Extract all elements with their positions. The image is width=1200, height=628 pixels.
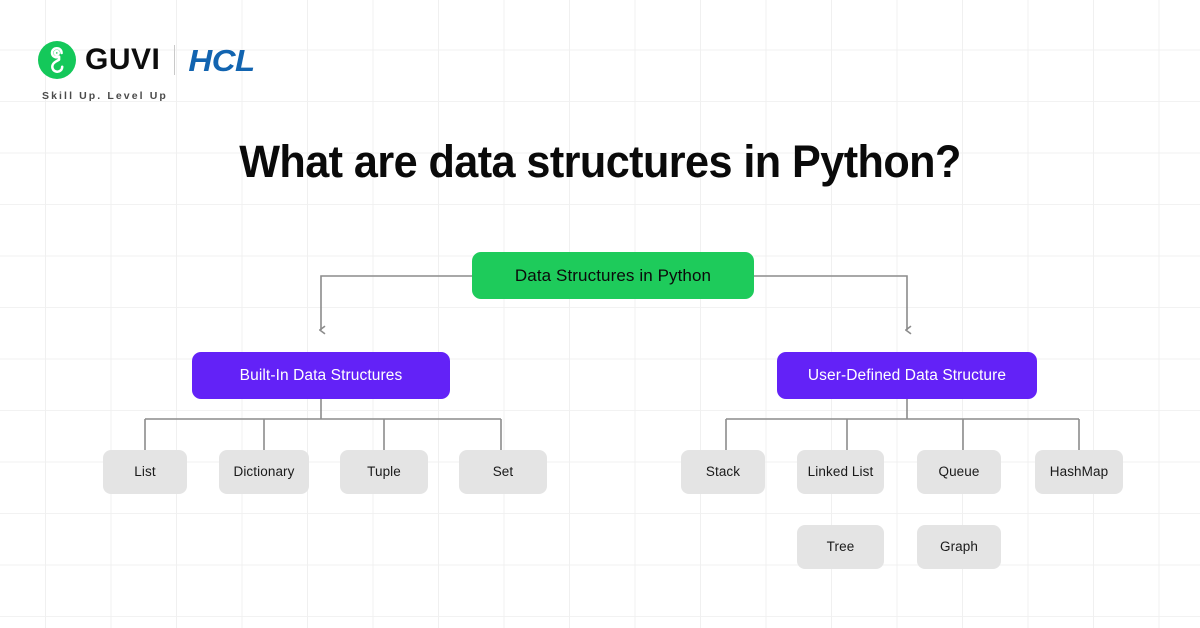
logo-row: GUVI HCL (38, 38, 255, 82)
diagram-node-root[interactable]: Data Structures in Python (472, 252, 754, 299)
diagram-leaf-dictionary[interactable]: Dictionary (219, 450, 309, 494)
diagram-leaf-hashmap[interactable]: HashMap (1035, 450, 1123, 494)
diagram-leaf-tree[interactable]: Tree (797, 525, 884, 569)
hcl-wordmark: HCL (188, 42, 255, 78)
page-title: What are data structures in Python? (239, 136, 961, 187)
logo-divider (174, 45, 176, 75)
diagram-leaf-linked-list[interactable]: Linked List (797, 450, 884, 494)
diagram-leaf-queue[interactable]: Queue (917, 450, 1001, 494)
diagram-node-built-in-data-structures[interactable]: Built-In Data Structures (192, 352, 450, 399)
guvi-wordmark: GUVI (85, 43, 161, 76)
diagram-leaf-tuple[interactable]: Tuple (340, 450, 428, 494)
brand-tagline: Skill Up. Level Up (42, 90, 168, 102)
diagram-leaf-list[interactable]: List (103, 450, 187, 494)
brand-logo: GUVI HCL Skill Up. Level Up (38, 38, 255, 102)
diagram-leaf-stack[interactable]: Stack (681, 450, 765, 494)
diagram-leaf-graph[interactable]: Graph (917, 525, 1001, 569)
diagram-node-user-defined-data-structure[interactable]: User-Defined Data Structure (777, 352, 1037, 399)
guvi-g-icon (38, 41, 76, 79)
diagram-leaf-set[interactable]: Set (459, 450, 547, 494)
